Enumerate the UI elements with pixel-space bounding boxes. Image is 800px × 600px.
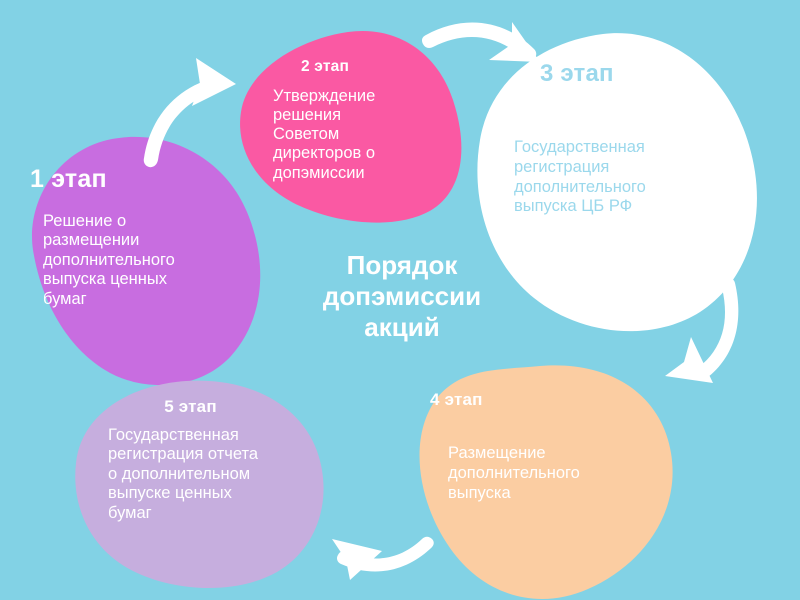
stage-1-label: 1 этап xyxy=(30,165,107,193)
stage-4-label: 4 этап xyxy=(430,390,483,409)
stage-1-blob xyxy=(31,136,261,386)
arrow-stage3-to-stage4-icon xyxy=(665,278,739,383)
stage-2-label: 2 этап xyxy=(300,58,350,75)
stage-2-text: Утверждение решения Советом директоров о… xyxy=(273,87,376,182)
arrow-stage2-to-stage3-icon xyxy=(422,22,540,62)
center-title: Порядок допэмиссии акций xyxy=(322,250,482,343)
stage-5-card[interactable]: 5 этап Государственная регистрация отчет… xyxy=(108,397,323,523)
stage-5-blob xyxy=(75,380,324,589)
stage-3-label: 3 этап xyxy=(540,60,614,87)
stage-2-card[interactable]: 2 этап Утверждение решения Советом дирек… xyxy=(262,58,452,183)
stage-3-card[interactable]: 3 этап Государственная регистрация допол… xyxy=(514,60,755,217)
stage-4-blob xyxy=(419,365,673,599)
stage-4-card[interactable]: 4 этап Размещение дополнительного выпуск… xyxy=(430,390,630,503)
stage-5-text: Государственная регистрация отчета о доп… xyxy=(108,426,259,522)
stage-5-label: 5 этап xyxy=(164,397,217,416)
stage-3-blob xyxy=(477,33,757,332)
stage-1-text: Решение о размещении дополнительного вып… xyxy=(43,212,175,308)
stage-4-text: Размещение дополнительного выпуска xyxy=(448,444,580,502)
stage-1-card[interactable]: 1 этап Решение о размещении дополнительн… xyxy=(26,165,241,309)
arrow-stage4-to-stage5-icon xyxy=(332,536,434,580)
stage-3-text: Государственная регистрация дополнительн… xyxy=(514,138,646,216)
stage-2-blob xyxy=(240,30,462,223)
arrow-stage1-to-stage2-icon xyxy=(143,58,236,168)
